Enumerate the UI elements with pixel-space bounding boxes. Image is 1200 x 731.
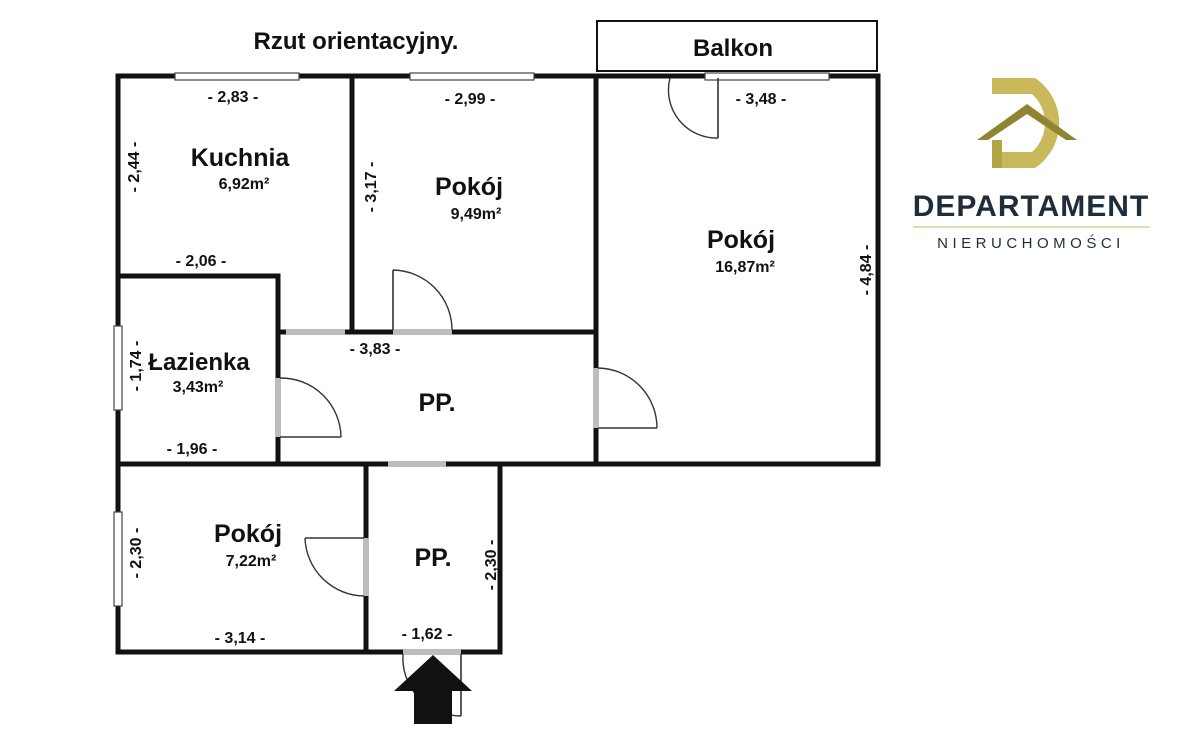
dim-entry-bottom: - 1,62 - [402, 626, 453, 643]
room-kitchen-area: 6,92m² [219, 176, 270, 193]
dim-room-big-top: - 3,48 - [736, 91, 787, 108]
door-openings [275, 329, 599, 655]
dim-kitchen-top: - 2,83 - [208, 89, 259, 106]
room-big-area: 16,87m² [715, 259, 775, 276]
room-small-area: 7,22m² [226, 553, 277, 570]
departament-logo: DEPARTAMENT NIERUCHOMOŚCI [913, 78, 1150, 252]
room-mid-name: Pokój [435, 173, 503, 201]
logo-name: DEPARTAMENT [913, 190, 1150, 223]
dim-kitchen-bottom: - 2,06 - [176, 253, 227, 270]
room-small-name: Pokój [214, 520, 282, 548]
dim-hall-top: - 3,83 - [350, 341, 401, 358]
dim-small-bottom: - 3,14 - [215, 630, 266, 647]
window-room-mid [409, 72, 535, 81]
balcony-outline [596, 20, 878, 72]
dim-room-mid-top: - 2,99 - [445, 91, 496, 108]
dim-bath-bottom: - 1,96 - [167, 441, 218, 458]
balcony-label: Balkon [693, 35, 773, 62]
room-entry-name: PP. [414, 544, 451, 572]
dim-room-big-side: - 4,84 - [858, 245, 875, 296]
door-swings [279, 77, 719, 717]
room-big-name: Pokój [707, 226, 775, 254]
room-bathroom-name: Łazienka [148, 349, 250, 376]
dim-small-side: - 2,30 - [128, 528, 145, 579]
window-bathroom [113, 325, 123, 411]
room-kitchen-name: Kuchnia [191, 144, 291, 172]
dim-bath-side: - 1,74 - [128, 341, 145, 392]
windows [113, 72, 830, 607]
plan-title: Rzut orientacyjny. [254, 28, 459, 55]
room-mid-area: 9,49m² [451, 206, 502, 223]
window-room-small [113, 511, 123, 607]
dim-room-mid-side: - 3,17 - [363, 162, 380, 213]
dim-kitchen-side: - 2,44 - [126, 142, 143, 193]
room-hall-name: PP. [418, 389, 455, 417]
room-bathroom-area: 3,43m² [173, 379, 224, 396]
logo-subtitle: NIERUCHOMOŚCI [937, 234, 1125, 252]
entry-arrow-icon [394, 655, 472, 724]
logo-house-icon [977, 78, 1077, 168]
dim-entry-side: - 2,30 - [483, 540, 500, 591]
window-room-big [704, 72, 830, 81]
window-kitchen [174, 72, 300, 81]
